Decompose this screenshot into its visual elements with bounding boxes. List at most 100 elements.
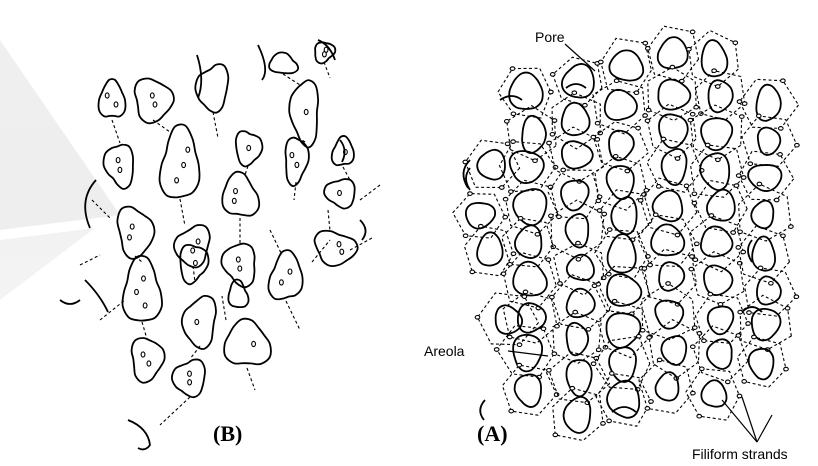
- filiform-connector: [328, 210, 330, 231]
- pore-dot: [733, 41, 738, 45]
- areola: [562, 64, 594, 98]
- areola: [609, 131, 634, 161]
- cell-outline: [221, 244, 254, 288]
- filiform-strands-label: Filiform strands: [692, 446, 788, 462]
- pore-dot: [640, 329, 645, 333]
- pore-dot: [468, 192, 473, 196]
- pore-dot: [188, 380, 192, 385]
- areola: [515, 225, 541, 258]
- pore-dot: [692, 201, 697, 205]
- pore-dot: [234, 189, 238, 194]
- pore-dot: [576, 241, 581, 245]
- pore-dot: [694, 105, 699, 109]
- filiform-connector: [222, 296, 226, 320]
- pore-dot: [737, 100, 742, 104]
- cell-outline: [224, 319, 271, 365]
- filiform-connector: [160, 397, 190, 425]
- pore-dot: [781, 234, 786, 238]
- pore-dot: [736, 334, 741, 338]
- pore-dot: [572, 91, 577, 95]
- pore-dot: [675, 233, 680, 237]
- cell-wall: [642, 284, 695, 340]
- areola: [749, 349, 774, 380]
- pore-dot: [135, 289, 139, 294]
- cell-fragment: [748, 240, 752, 262]
- pore-dot: [736, 246, 741, 250]
- pore-dot: [555, 324, 560, 328]
- cell-outline: [135, 78, 174, 123]
- pore-dot: [687, 47, 692, 51]
- cell-outline: [268, 250, 302, 299]
- pore-dot: [114, 102, 118, 107]
- pore-dot: [175, 178, 179, 183]
- cell-fragment: [480, 400, 485, 420]
- pore-dot: [553, 433, 558, 437]
- pore-dot: [595, 121, 600, 125]
- cell-wall: [548, 170, 599, 219]
- pore-dot: [740, 115, 745, 119]
- areola: [651, 224, 684, 255]
- panel-a-label: (A): [477, 421, 508, 446]
- cell-outline: [222, 172, 259, 216]
- pore-dot: [738, 230, 743, 234]
- cell-wall: [689, 31, 738, 87]
- pore-dot: [716, 85, 721, 89]
- pore-dot: [752, 335, 757, 339]
- pore-dot: [141, 352, 145, 357]
- pore-dot: [470, 270, 475, 274]
- pore-dot: [505, 142, 510, 146]
- pore-dot: [644, 189, 649, 193]
- pore-dot: [337, 242, 341, 247]
- pore-dot: [494, 348, 499, 352]
- pore-dot: [591, 362, 596, 366]
- areola: [708, 306, 734, 334]
- pore-dot: [684, 184, 689, 188]
- areola-label: Areola: [424, 343, 465, 359]
- pore-dot: [774, 198, 779, 202]
- pore-dot: [638, 199, 643, 203]
- pore-dot: [142, 276, 146, 281]
- pore-dot: [742, 380, 747, 384]
- pore-dot: [645, 119, 650, 123]
- pore-dot: [550, 133, 555, 137]
- pore-dot: [646, 108, 651, 112]
- pore-dot: [252, 341, 256, 346]
- filiform-connector: [142, 322, 147, 339]
- pore-dot: [757, 114, 762, 118]
- pore-dot: [784, 367, 789, 371]
- pore-dot: [247, 145, 251, 150]
- areola: [509, 73, 542, 109]
- pore-dot: [517, 363, 522, 367]
- areola: [757, 276, 781, 304]
- pore-dot: [607, 419, 612, 423]
- pore-dot: [690, 112, 695, 116]
- pore-dot: [690, 30, 695, 34]
- pore-dot: [670, 65, 675, 69]
- pore-dot: [675, 157, 680, 161]
- pore-dot: [666, 282, 671, 286]
- pore-dot: [656, 185, 661, 189]
- pore-dot: [712, 69, 717, 73]
- pore-dot: [742, 102, 747, 106]
- pore-dot: [196, 239, 200, 244]
- pore-dot: [150, 93, 154, 98]
- pore-dot: [511, 252, 516, 256]
- areola: [562, 141, 593, 168]
- pore-dot: [741, 250, 746, 254]
- filiform-connector: [270, 230, 282, 255]
- areola: [661, 336, 686, 365]
- pore-dot: [738, 310, 743, 314]
- pore-dot: [304, 109, 308, 114]
- pore-dot: [661, 137, 666, 141]
- pore-dot: [517, 343, 522, 347]
- pore-dot: [194, 260, 198, 265]
- filiform-connector: [193, 266, 195, 282]
- pore-leader-line: [565, 44, 595, 71]
- watermark: [0, 40, 120, 300]
- areola: [561, 181, 589, 211]
- pore-dot: [610, 372, 615, 376]
- filiform-connector: [343, 167, 350, 180]
- pore-dot: [557, 215, 562, 219]
- pore-dot: [709, 214, 714, 218]
- filiform-connector: [360, 185, 380, 200]
